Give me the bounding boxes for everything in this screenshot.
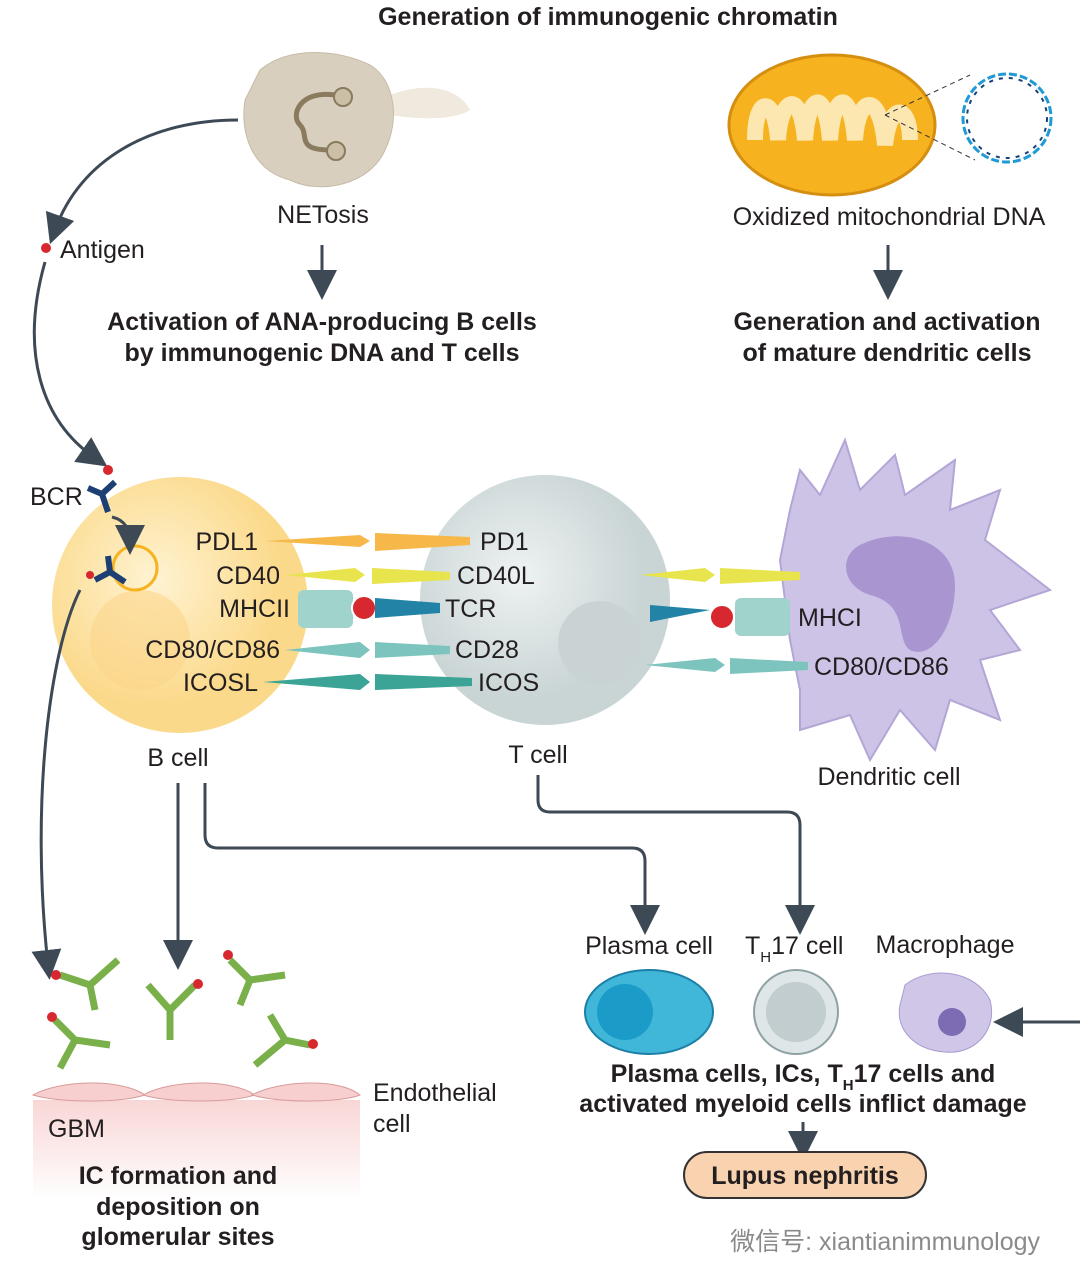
lupus-nephritis-pill	[683, 1151, 927, 1199]
lupus-nephritis-label: Lupus nephritis	[711, 1162, 899, 1190]
th17-cell-icon	[753, 969, 839, 1055]
plasma-cell-label: Plasma cell	[585, 932, 713, 960]
bcr-label: BCR	[30, 483, 83, 511]
receptor-pairs	[263, 533, 808, 690]
neutrophil-net-icon	[243, 52, 470, 188]
immune-complexes-icon	[52, 957, 311, 1070]
dendritic-cell	[778, 437, 1053, 763]
th17-label: TH17 cell	[745, 932, 843, 966]
mhci-label: MHCI	[798, 604, 862, 632]
antigen-dots	[47, 950, 318, 1049]
gbm-label: GBM	[48, 1115, 105, 1143]
antigen-icon	[41, 243, 51, 253]
endothelial-label-1: Endothelial	[373, 1079, 497, 1107]
endothelial-label-2: cell	[373, 1110, 411, 1138]
bcr-antibody-icon	[86, 465, 127, 585]
icosl-label: ICOSL	[183, 669, 258, 697]
t-cell	[420, 475, 670, 725]
dc-activation-line1: Generation and activation	[733, 308, 1040, 336]
damage-line1: Plasma cells, ICs, TH17 cells and	[611, 1060, 996, 1094]
pdl1-label: PDL1	[195, 528, 258, 556]
b-cell-label: B cell	[147, 744, 208, 772]
b-cell-activation-line2: by immunogenic DNA and T cells	[125, 339, 520, 367]
cd28-label: CD28	[455, 636, 519, 664]
dc-activation-line2: of mature dendritic cells	[743, 339, 1032, 367]
ic-formation-line3: glomerular sites	[81, 1223, 274, 1251]
ic-formation-line1: IC formation and	[79, 1162, 278, 1190]
cd80-cd86-b-label: CD80/CD86	[145, 636, 280, 664]
netosis-label: NETosis	[277, 201, 369, 229]
macrophage-label: Macrophage	[876, 931, 1015, 959]
mito-dna-label: Oxidized mitochondrial DNA	[733, 203, 1046, 231]
icos-label: ICOS	[478, 669, 539, 697]
title: Generation of immunogenic chromatin	[378, 3, 838, 31]
watermark: 微信号: xiantianimmunology	[730, 1228, 1040, 1256]
cd40-label: CD40	[216, 562, 280, 590]
damage-line2: activated myeloid cells inflict damage	[579, 1090, 1026, 1118]
mitochondrion-icon	[727, 53, 1053, 197]
macrophage-icon	[898, 972, 992, 1053]
cd40l-label: CD40L	[457, 562, 535, 590]
b-cell-activation-line1: Activation of ANA-producing B cells	[107, 308, 537, 336]
cd80-cd86-dc-label: CD80/CD86	[814, 653, 949, 681]
endothelial-cells-icon	[31, 1082, 361, 1102]
antigen-label: Antigen	[60, 236, 145, 264]
t-cell-label: T cell	[508, 741, 567, 769]
plasma-cell-icon	[584, 969, 714, 1055]
ic-formation-line2: deposition on	[96, 1193, 260, 1221]
pd1-label: PD1	[480, 528, 529, 556]
gbm-region	[33, 1100, 360, 1200]
mhcii-label: MHCII	[219, 595, 290, 623]
dendritic-cell-label: Dendritic cell	[817, 763, 960, 791]
tcr-label: TCR	[445, 595, 496, 623]
